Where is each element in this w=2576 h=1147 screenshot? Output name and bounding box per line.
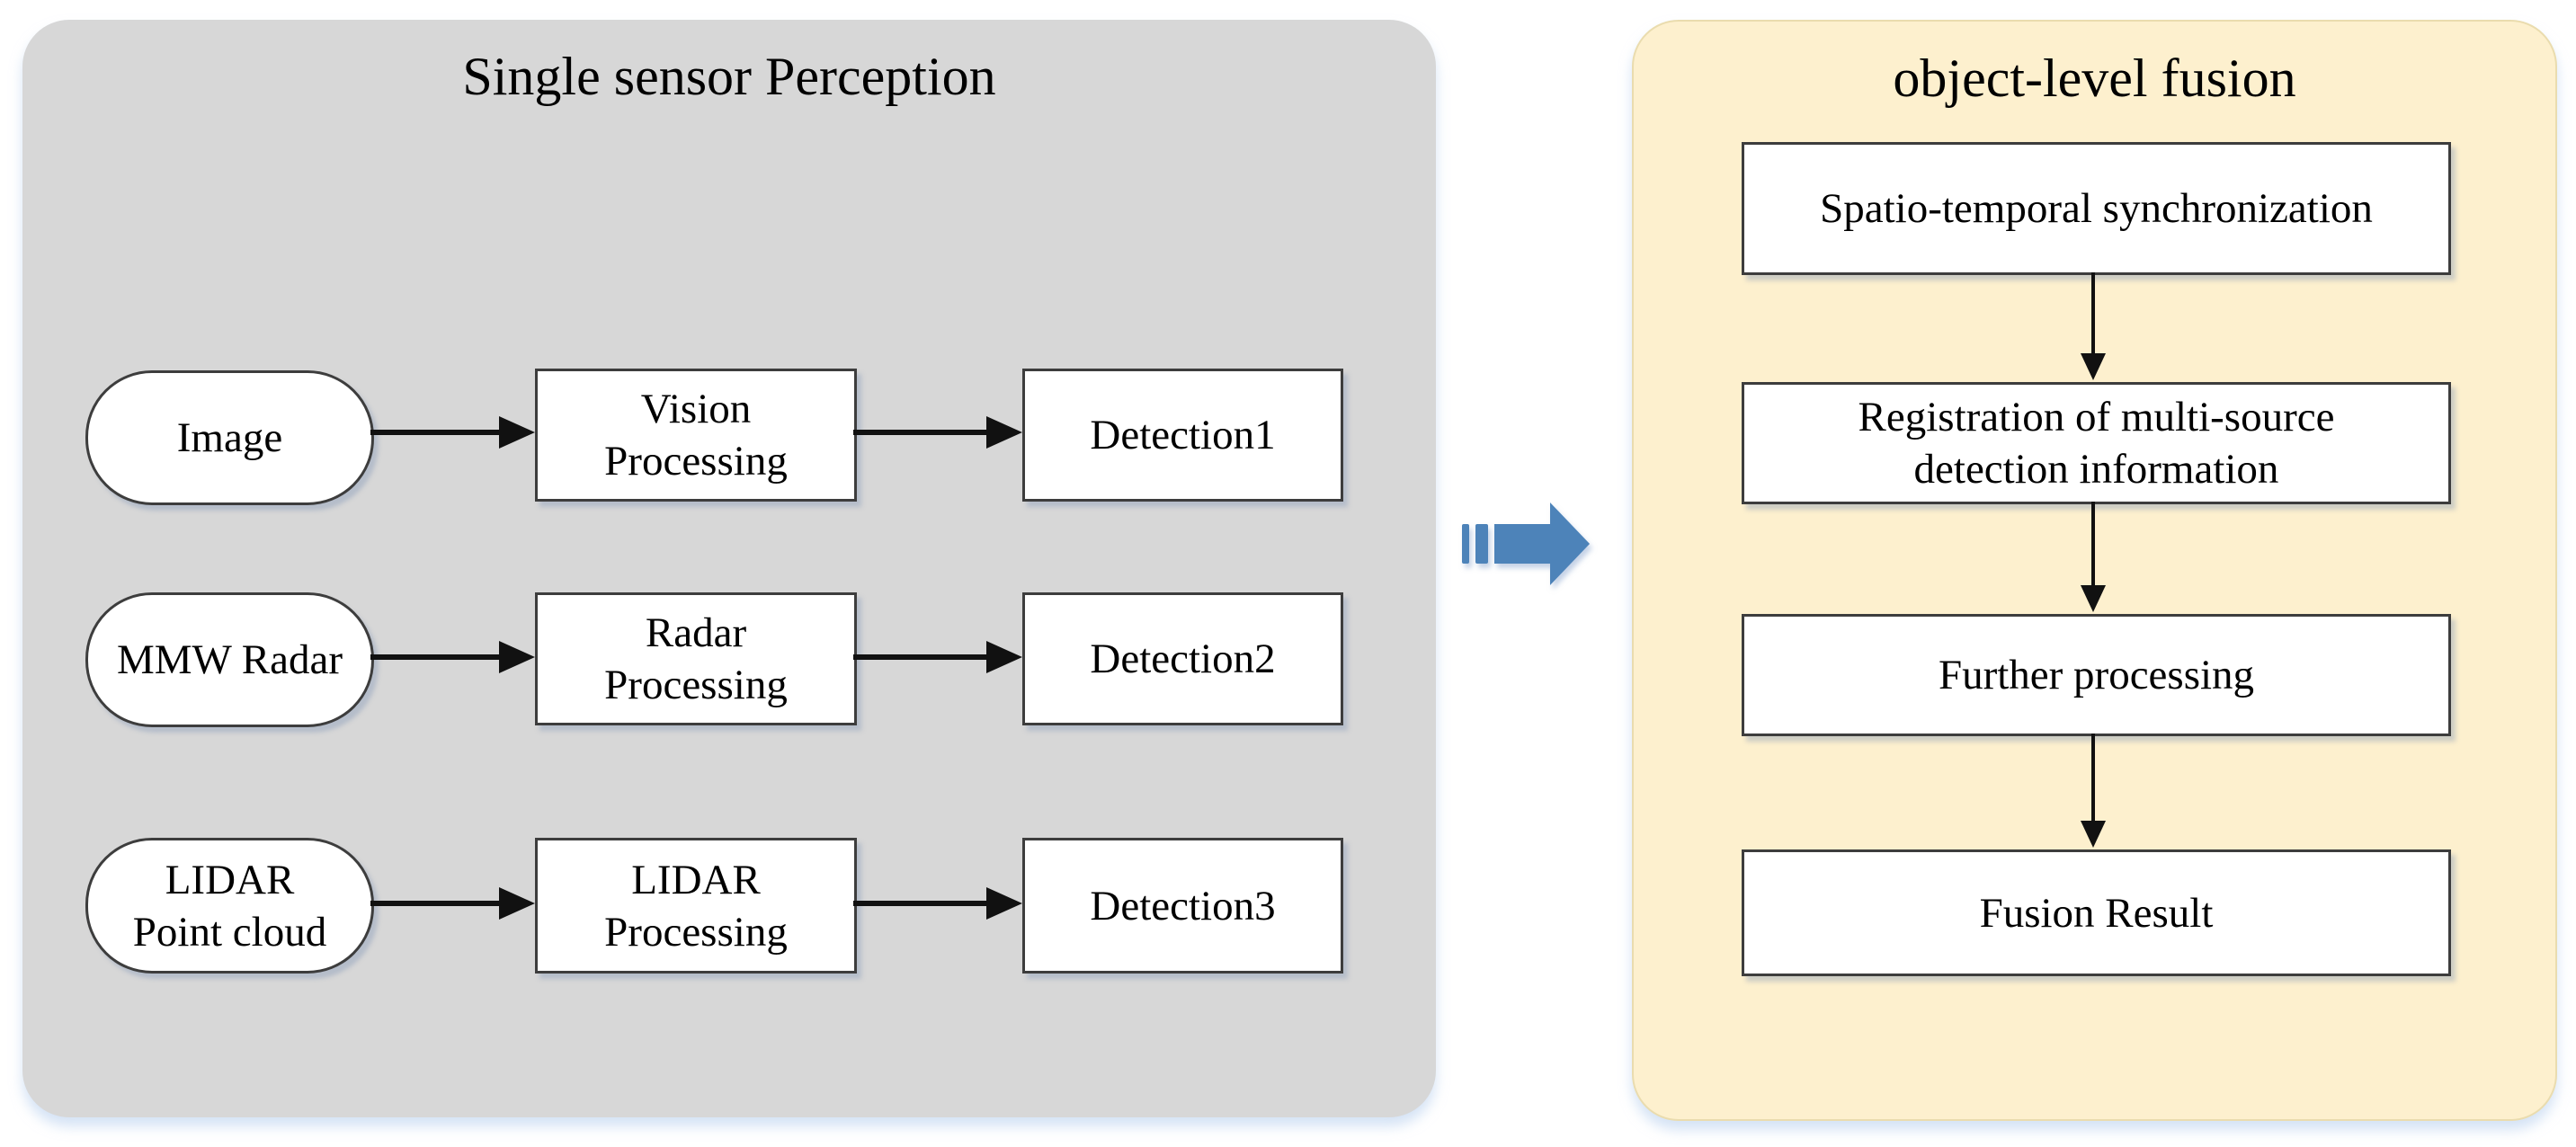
arrow-right-icon	[853, 639, 1022, 675]
right-panel-title: object-level fusion	[1893, 49, 2296, 108]
left-panel-title: Single sensor Perception	[462, 47, 996, 106]
arrow-shaft	[370, 430, 503, 435]
detection-label: Detection2	[1090, 636, 1276, 682]
source-label: Image	[176, 414, 283, 461]
arrow-shaft	[853, 901, 990, 906]
arrow-right-icon	[853, 885, 1022, 921]
source-label: MMW Radar	[116, 636, 343, 683]
detection-label: Detection1	[1090, 412, 1276, 458]
fusion-step-label: Spatio-temporal synchronization	[1820, 185, 2373, 232]
arrow-right-icon	[370, 414, 535, 450]
arrow-shaft	[2091, 502, 2095, 587]
fusion-step-result: Fusion Result	[1742, 849, 2451, 976]
processing-node-vision: Vision Processing	[535, 369, 857, 502]
arrow-down-icon	[2080, 734, 2107, 848]
arrow-shaft	[2091, 272, 2095, 355]
processing-label: Vision Processing	[604, 386, 788, 485]
fusion-step-spatio-temporal: Spatio-temporal synchronization	[1742, 142, 2451, 275]
fusion-step-label: Fusion Result	[1979, 889, 2214, 937]
arrow-head	[986, 416, 1022, 449]
arrow-head	[2081, 821, 2106, 848]
arrow-down-icon	[2080, 502, 2107, 612]
source-node-lidar: LIDAR Point cloud	[85, 838, 374, 974]
detection-label: Detection3	[1090, 882, 1276, 929]
arrow-shaft	[370, 654, 503, 660]
detection-node-1: Detection1	[1022, 369, 1343, 502]
fusion-step-label: Further processing	[1938, 652, 2255, 698]
arrow-right-icon	[370, 885, 535, 921]
processing-node-lidar: LIDAR Processing	[535, 838, 857, 974]
source-label: LIDAR Point cloud	[132, 856, 327, 956]
arrow-shaft	[2091, 734, 2095, 822]
fusion-step-label: Registration of multi-source detection i…	[1858, 394, 2335, 493]
arrow-right-icon	[370, 639, 535, 675]
arrow-shaft	[853, 430, 990, 435]
arrow-head	[499, 887, 535, 920]
processing-label: Radar Processing	[604, 609, 788, 708]
arrow-head	[499, 641, 535, 673]
arrow-down-icon	[2080, 272, 2107, 380]
arrow-right-icon	[853, 414, 1022, 450]
fusion-flow-arrow-icon	[1462, 502, 1590, 585]
source-node-mmw-radar: MMW Radar	[85, 592, 374, 727]
arrow-head	[986, 641, 1022, 673]
source-node-image: Image	[85, 370, 374, 505]
detection-node-2: Detection2	[1022, 592, 1343, 725]
detection-node-3: Detection3	[1022, 838, 1343, 974]
fusion-step-registration: Registration of multi-source detection i…	[1742, 382, 2451, 504]
arrow-shaft	[853, 654, 990, 660]
arrow-shaft	[370, 901, 503, 906]
arrow-head	[2081, 585, 2106, 612]
arrow-head	[499, 416, 535, 449]
processing-node-radar: Radar Processing	[535, 592, 857, 725]
arrow-head	[2081, 353, 2106, 380]
arrow-head	[986, 887, 1022, 920]
fusion-step-further-processing: Further processing	[1742, 614, 2451, 736]
processing-label: LIDAR Processing	[604, 856, 788, 956]
